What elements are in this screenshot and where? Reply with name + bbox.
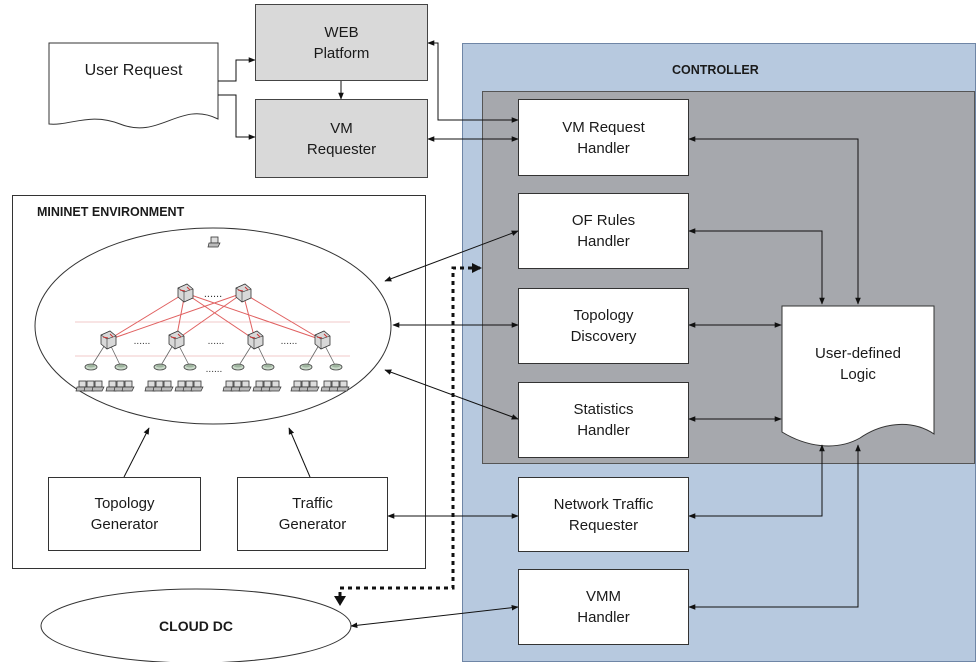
vm-request-handler-label: VM Request Handler [562, 118, 645, 157]
of-rules-handler-label: OF Rules Handler [571, 212, 636, 250]
topology-discovery-box: Topology Discovery [518, 288, 689, 364]
agg-switch-icon [168, 330, 185, 350]
edge-switch-icon [329, 363, 343, 371]
core-switch-icon [177, 283, 194, 303]
agg-switch-icon [247, 330, 264, 350]
network-traffic-requester-box: Network Traffic Requester [518, 477, 689, 552]
vmm-handler-box: VMM Handler [518, 569, 689, 645]
controller-title: CONTROLLER [672, 63, 759, 77]
cloud-dc-label: CLOUD DC [159, 618, 233, 634]
network-ellipse [34, 227, 392, 425]
agg-ellipsis: ...... [281, 336, 298, 347]
core-switch-icon [235, 283, 252, 303]
vm-requester-label: VM Requester [306, 119, 377, 158]
edge-switch-icon [261, 363, 275, 371]
edge-switch-icon [231, 363, 245, 371]
edge-switch-icon [153, 363, 167, 371]
topology-generator-box: Topology Generator [48, 477, 201, 551]
edge-switch-icon [84, 363, 98, 371]
of-rules-handler-box: OF Rules Handler [518, 193, 689, 269]
web-platform-label: WEB Platform [313, 23, 370, 62]
statistics-handler-label: Statistics Handler [573, 401, 634, 439]
network-links [107, 292, 323, 341]
edge-ellipsis: ...... [206, 364, 223, 375]
user-request-label: User Request [84, 62, 183, 79]
network-traffic-requester-label: Network Traffic Requester [553, 495, 654, 534]
core-ellipsis: ...... [204, 288, 222, 300]
agg-switch-icon [100, 330, 117, 350]
traffic-generator-label: Traffic Generator [278, 495, 347, 533]
edge-switch-icon [114, 363, 128, 371]
agg-ellipsis: ...... [208, 336, 225, 347]
vmm-handler-label: VMM Handler [577, 588, 630, 626]
edge-switch-icon [183, 363, 197, 371]
connector-arrows [123, 40, 861, 629]
user-request-document [48, 42, 219, 129]
topology-generator-label: Topology Generator [90, 495, 159, 533]
user-defined-logic-label: User-defined Logic [815, 345, 901, 383]
layer-guides [75, 321, 350, 357]
edge-switch-icon [299, 363, 313, 371]
agg-switch-icon [314, 330, 331, 350]
topology-discovery-label: Topology Discovery [570, 307, 637, 345]
web-platform-box: WEB Platform [255, 4, 428, 81]
dashed-arrowhead-top [472, 263, 482, 273]
mininet-title: MININET ENVIRONMENT [37, 205, 185, 219]
user-defined-logic-document [781, 305, 935, 447]
vm-requester-box: VM Requester [255, 99, 428, 178]
dashed-controller-link [338, 266, 480, 600]
vm-request-handler-box: VM Request Handler [518, 99, 689, 176]
dashed-arrowhead-bottom [334, 596, 346, 606]
statistics-handler-box: Statistics Handler [518, 382, 689, 458]
agg-ellipsis: ...... [134, 336, 151, 347]
traffic-generator-box: Traffic Generator [237, 477, 388, 551]
